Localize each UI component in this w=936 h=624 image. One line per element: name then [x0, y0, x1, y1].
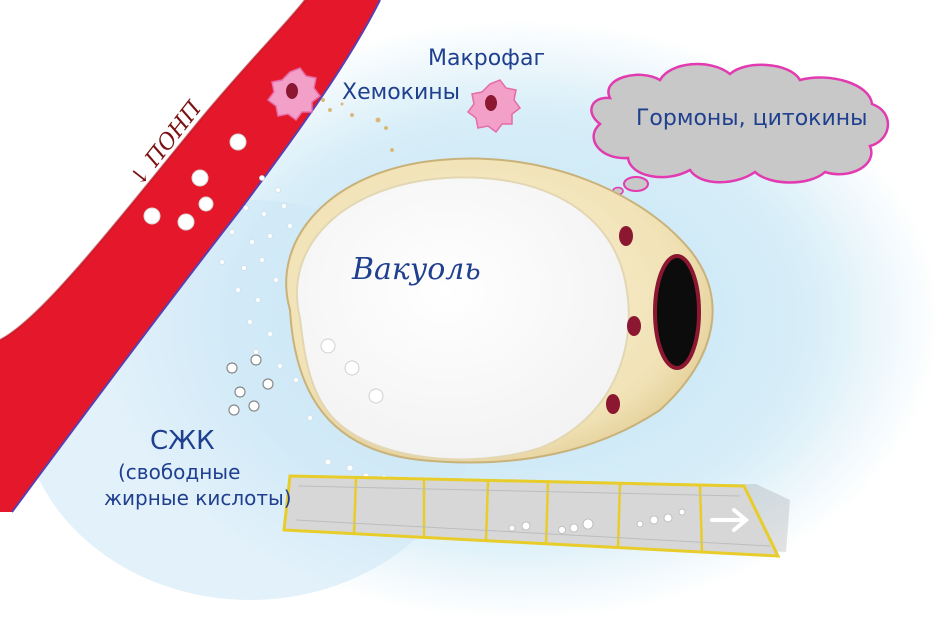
mitochondrion	[619, 226, 633, 246]
ffa-droplets	[226, 354, 274, 416]
hormones-cloud	[590, 62, 890, 196]
hormones-label: Гормоны, цитокины	[636, 106, 868, 131]
blood-cell	[177, 213, 195, 231]
macrophage-label: Макрофаг	[428, 46, 546, 71]
mitochondrion	[606, 394, 620, 414]
adipocyte	[285, 157, 714, 464]
blood-cell	[143, 207, 161, 225]
blood-cell	[198, 196, 214, 212]
lipid-droplets	[320, 338, 384, 404]
blood-cell	[191, 169, 209, 187]
ffa-full-line1: (свободные	[118, 460, 241, 484]
arrow-icon	[710, 508, 750, 532]
ffa-abbr-label: СЖК	[150, 426, 215, 456]
vacuole-label: Вакуоль	[352, 252, 481, 287]
chemokine-particles	[321, 98, 394, 152]
nucleus	[653, 254, 701, 370]
blood-cells	[143, 133, 247, 231]
mitochondrion	[627, 316, 641, 336]
macrophage-right	[466, 79, 522, 134]
film-strip	[282, 474, 790, 558]
chemokines-label: Хемокины	[342, 80, 461, 105]
blood-cell	[229, 133, 247, 151]
blood-vessel	[0, 0, 381, 513]
ffa-full-line2: жирные кислоты)	[104, 486, 292, 510]
vacuole	[295, 176, 630, 461]
macrophage-left	[266, 67, 322, 122]
